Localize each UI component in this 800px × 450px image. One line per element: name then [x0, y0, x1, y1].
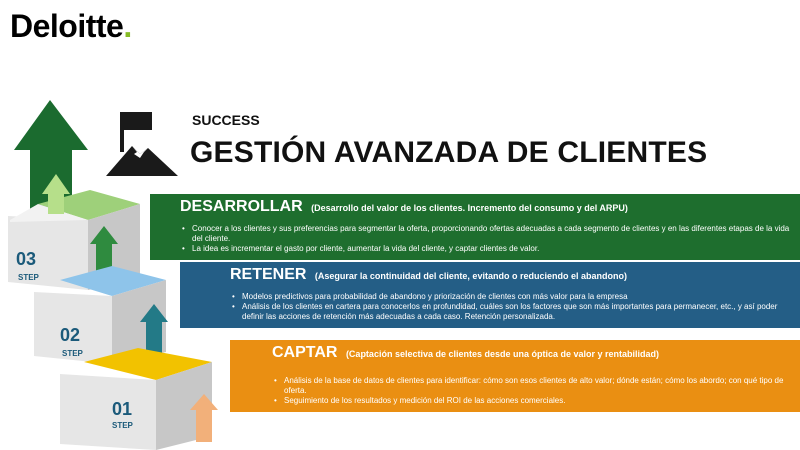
arrow-up-icon: [14, 100, 88, 210]
band-capture-title: CAPTAR: [272, 344, 338, 361]
step-label-01: STEP: [112, 421, 134, 430]
band-capture: CAPTAR (Captación selectiva de clientes …: [230, 340, 800, 412]
step-number-02: 02: [60, 325, 80, 345]
header-kicker: SUCCESS: [192, 112, 260, 128]
band-develop: DESARROLLAR (Desarrollo del valor de los…: [150, 194, 800, 260]
flag-on-summit-icon: [106, 112, 178, 176]
list-item: Análisis de los clientes en cartera para…: [230, 302, 790, 322]
list-item: La idea es incrementar el gasto por clie…: [180, 244, 790, 254]
band-retain-bullets: Modelos predictivos para probabilidad de…: [230, 292, 790, 322]
step-label-02: STEP: [62, 349, 84, 358]
page-title: GESTIÓN AVANZADA DE CLIENTES: [190, 136, 708, 169]
step-number-01: 01: [112, 399, 132, 419]
deloitte-logo: Deloitte.: [10, 8, 132, 45]
band-capture-bullets: Análisis de la base de datos de clientes…: [272, 376, 790, 406]
band-develop-bullets: Conocer a los clientes y sus preferencia…: [180, 224, 790, 254]
staircase-illustration: 03 STEP 02 STEP 01 STEP: [8, 100, 218, 450]
list-item: Conocer a los clientes y sus preferencia…: [180, 224, 790, 244]
band-develop-subtitle: (Desarrollo del valor de los clientes. I…: [311, 203, 628, 213]
logo-text: Deloitte: [10, 8, 124, 44]
band-capture-subtitle: (Captación selectiva de clientes desde u…: [345, 349, 660, 359]
band-retain-subtitle: (Asegurar la continuidad del cliente, ev…: [314, 271, 627, 281]
list-item: Modelos predictivos para probabilidad de…: [230, 292, 790, 302]
step-label-03: STEP: [18, 273, 40, 282]
step-number-03: 03: [16, 249, 36, 269]
logo-dot: .: [123, 8, 132, 44]
list-item: Análisis de la base de datos de clientes…: [272, 376, 790, 396]
band-retain-header: RETENER (Asegurar la continuidad del cli…: [230, 266, 627, 284]
list-item: Seguimiento de los resultados y medición…: [272, 396, 790, 406]
step-block-03: [8, 174, 140, 290]
band-develop-header: DESARROLLAR (Desarrollo del valor de los…: [180, 198, 628, 216]
band-capture-header: CAPTAR (Captación selectiva de clientes …: [272, 344, 659, 362]
step-block-02: [34, 266, 168, 364]
step-block-01: [60, 348, 218, 450]
band-retain: RETENER (Asegurar la continuidad del cli…: [180, 262, 800, 328]
band-develop-title: DESARROLLAR: [180, 198, 303, 215]
band-retain-title: RETENER: [230, 266, 307, 283]
